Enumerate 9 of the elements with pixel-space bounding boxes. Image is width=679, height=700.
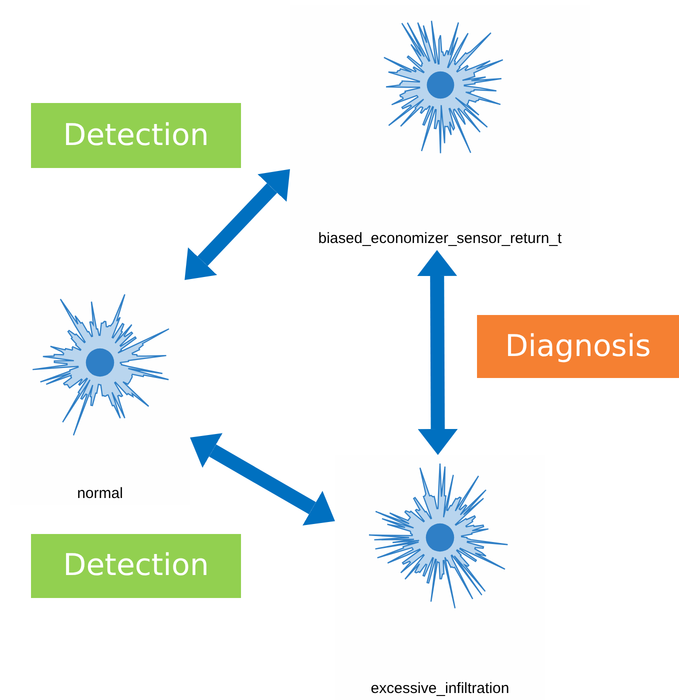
double-arrow — [184, 169, 290, 280]
label-box: Detection — [31, 103, 241, 168]
double-arrow — [190, 433, 335, 526]
plot-caption: excessive_infiltration — [370, 681, 510, 696]
double-arrow — [417, 250, 458, 455]
label-box: Diagnosis — [477, 315, 679, 378]
label-box: Detection — [31, 534, 241, 598]
plot-caption: biased_economizer_sensor_return_t — [318, 231, 562, 246]
plot-caption: normal — [77, 486, 123, 501]
